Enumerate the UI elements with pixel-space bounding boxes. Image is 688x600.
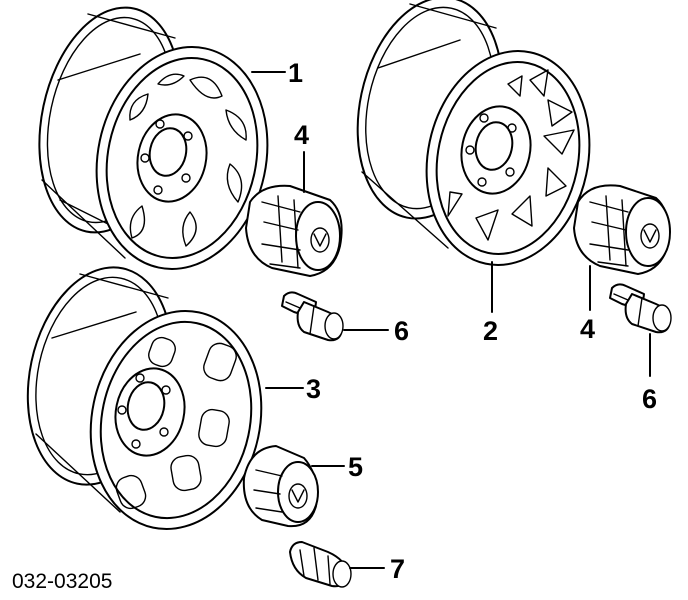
wheel-2-alloy [356,0,591,266]
part-code: 032-03205 [12,570,112,593]
lug-nut-6-left [281,291,344,342]
lug-nut-6-right [609,283,672,334]
center-cap-4-right [573,184,671,275]
callout-4-right: 4 [580,314,595,344]
wheel-3-steel [26,266,263,531]
wheel-1-alloy [38,6,269,270]
callout-6-left: 6 [394,316,409,346]
callouts: 1 2 3 4 4 5 6 6 7 [288,58,657,584]
callout-7: 7 [390,554,405,584]
callout-1: 1 [288,58,303,88]
lug-nut-7 [289,541,352,588]
callout-4-left: 4 [294,120,309,150]
leader-lines [251,71,651,569]
callout-3: 3 [306,374,321,404]
center-cap-4-left [245,184,343,277]
callout-2: 2 [483,316,498,346]
callout-5: 5 [348,452,363,482]
center-cap-5 [242,445,319,528]
callout-6-right: 6 [642,384,657,414]
